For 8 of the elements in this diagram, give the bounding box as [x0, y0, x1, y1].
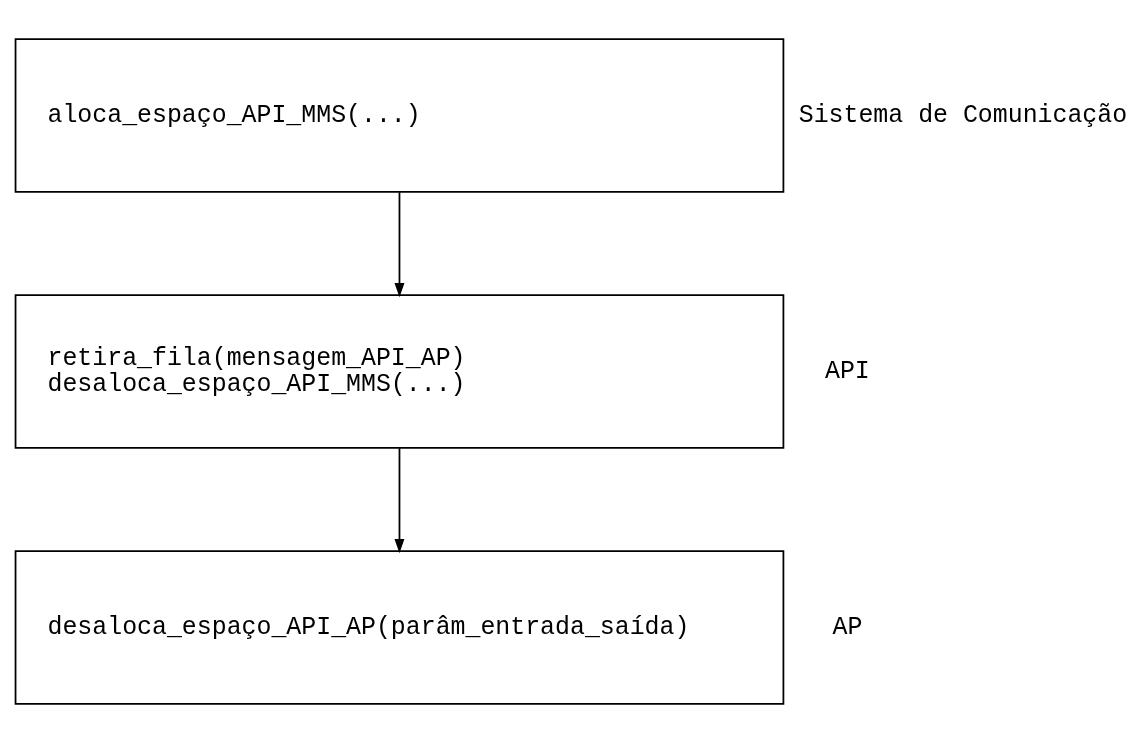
node-label: Sistema de Comunicação	[798, 101, 1128, 130]
node-box: retira_fila(mensagem_API_AP) desaloca_espaço_API_MMS(...)	[14, 294, 785, 449]
node-label: API	[825, 357, 870, 386]
arrow	[394, 447, 405, 554]
arrow	[394, 191, 405, 298]
node-label: AP	[832, 613, 863, 642]
node-box: aloca_espaço_API_MMS(...)	[14, 38, 785, 193]
node-box: desaloca_espaço_API_AP(parâm_entrada_saída)	[14, 550, 785, 705]
